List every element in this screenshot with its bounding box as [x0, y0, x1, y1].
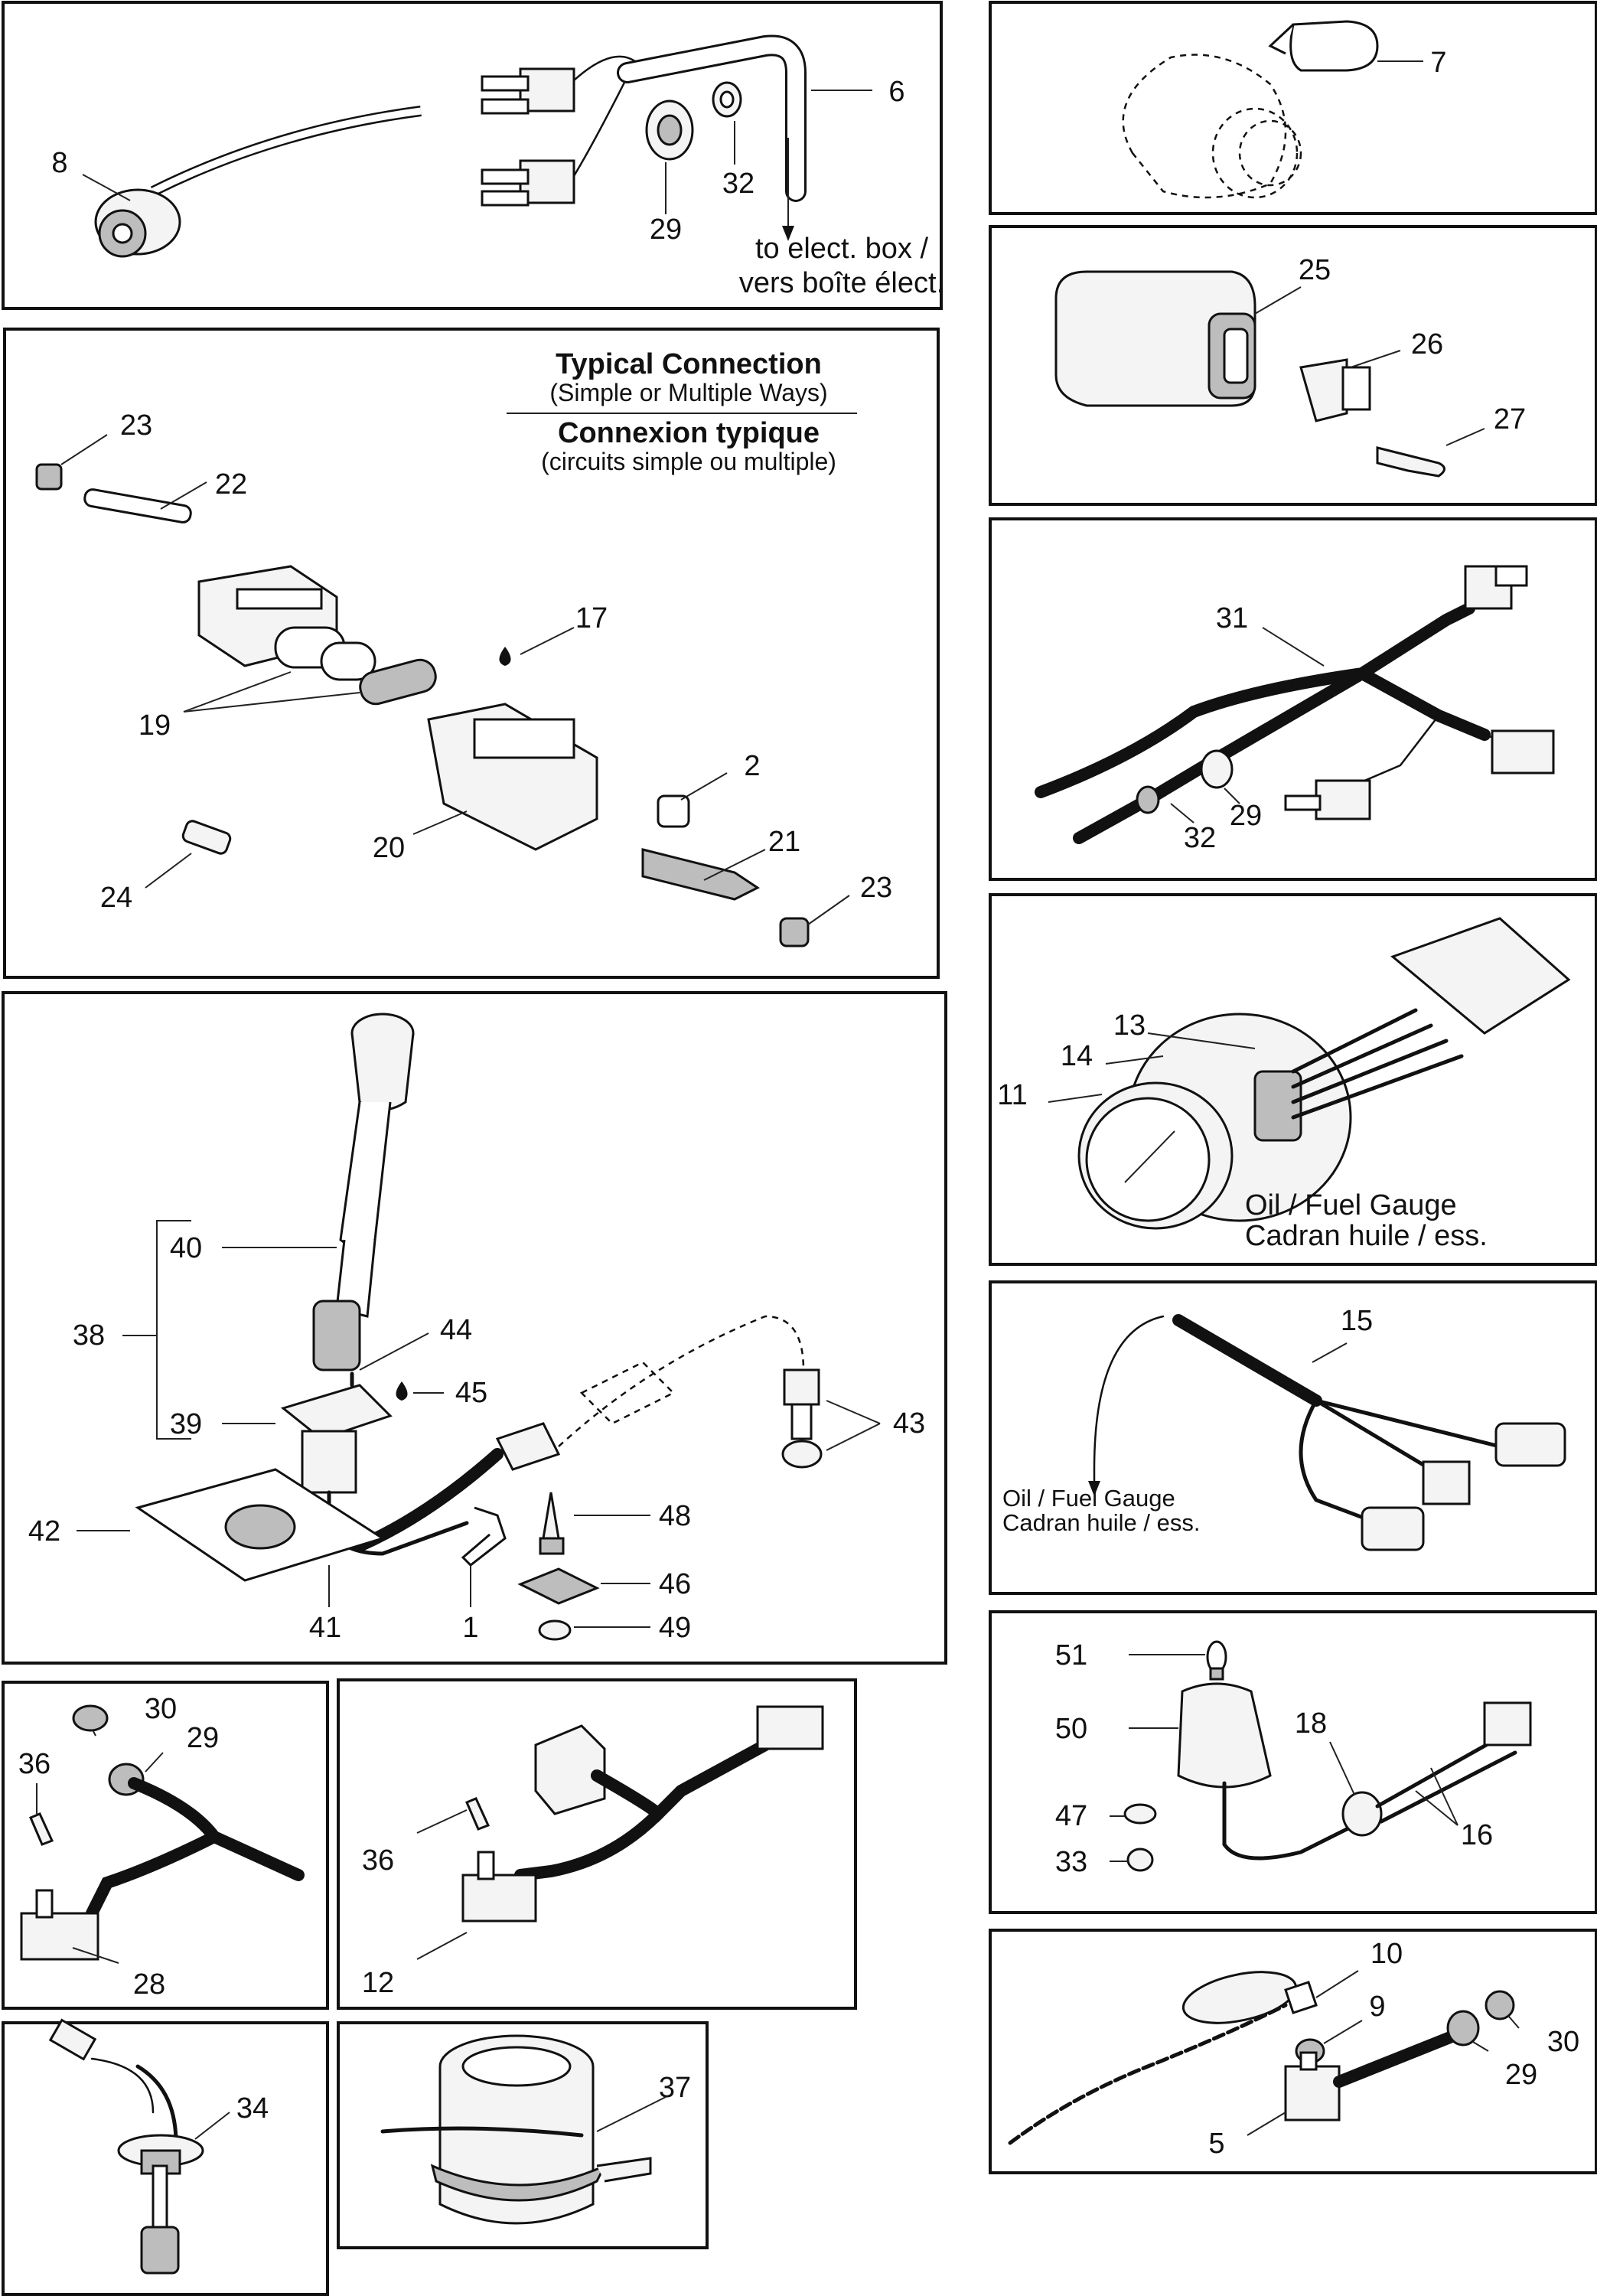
- callout-7: 7: [1430, 47, 1446, 79]
- caption-elect-box-en: to elect. box /: [755, 233, 928, 265]
- panel-sender-cable: 8 6 32 29 to elect. box / vers boîte éle…: [2, 1, 944, 310]
- panel-fuse: 25 26 27: [989, 225, 1597, 506]
- callout-30: 30: [1547, 2026, 1579, 2058]
- callout-29: 29: [1230, 800, 1262, 832]
- callout-17: 17: [575, 602, 608, 634]
- callout-29: 29: [1505, 2059, 1537, 2091]
- callout-32: 32: [1184, 822, 1216, 854]
- callout-27: 27: [1494, 403, 1526, 435]
- panel-nav-light: 51 50 18 47 33 16: [989, 1610, 1597, 1914]
- callout-38: 38: [73, 1319, 105, 1352]
- callout-30: 30: [145, 1693, 177, 1725]
- callout-19: 19: [139, 709, 171, 742]
- callout-51: 51: [1055, 1639, 1087, 1671]
- panel-fuel-sender: 34: [2, 2018, 329, 2296]
- typical-sub-en: (Simple or Multiple Ways): [549, 379, 827, 406]
- callout-16: 16: [1461, 1819, 1493, 1851]
- callout-36: 36: [362, 1844, 394, 1877]
- callout-37: 37: [659, 2072, 691, 2104]
- callout-22: 22: [215, 468, 247, 501]
- callout-43: 43: [893, 1407, 925, 1440]
- panel-harness: 31 29 32: [989, 517, 1597, 881]
- callout-23a: 23: [120, 409, 152, 442]
- callout-31: 31: [1216, 602, 1248, 634]
- callout-47: 47: [1055, 1800, 1087, 1832]
- panel-tether-switch: 10 9 30 29 5: [989, 1929, 1597, 2174]
- typical-title-fr: Connexion typique: [558, 417, 820, 449]
- callout-13: 13: [1113, 1009, 1146, 1042]
- callout-28: 28: [133, 1968, 165, 2001]
- panel-lever-assembly: 40 38 44 45 39 43 42 48 46 49 41 1: [2, 991, 947, 1665]
- callout-15: 15: [1341, 1305, 1373, 1337]
- callout-29: 29: [187, 1722, 219, 1754]
- callout-20: 20: [373, 832, 405, 864]
- panel-gauge: 13 14 11 Oil / Fuel Gauge Cadran huile /…: [989, 893, 1597, 1266]
- callout-25: 25: [1299, 254, 1331, 286]
- callout-36: 36: [18, 1748, 51, 1780]
- panel-cover: 7: [989, 1, 1597, 215]
- callout-34: 34: [236, 2092, 269, 2125]
- callout-42: 42: [28, 1515, 60, 1548]
- callout-33: 33: [1055, 1846, 1087, 1878]
- callout-46: 46: [659, 1568, 691, 1600]
- callout-14: 14: [1061, 1040, 1093, 1072]
- callout-11: 11: [997, 1079, 1027, 1111]
- panel-gauge-harness: 15 Oil / Fuel Gauge Cadran huile / ess.: [989, 1280, 1597, 1595]
- callout-6: 6: [888, 76, 904, 108]
- gauge-caption-en: Oil / Fuel Gauge: [1245, 1189, 1457, 1221]
- callout-44: 44: [440, 1314, 472, 1346]
- callout-5: 5: [1208, 2128, 1224, 2160]
- callout-41: 41: [309, 1612, 341, 1644]
- callout-39: 39: [170, 1408, 202, 1440]
- gauge-caption-fr: Cadran huile / ess.: [1245, 1220, 1488, 1252]
- typical-sub-fr: (circuits simple ou multiple): [541, 448, 836, 475]
- callout-24: 24: [100, 882, 132, 914]
- callout-50: 50: [1055, 1713, 1087, 1745]
- callout-23b: 23: [860, 872, 892, 904]
- gauge-wire-caption-fr: Cadran huile / ess.: [1002, 1509, 1200, 1536]
- callout-18: 18: [1295, 1707, 1327, 1740]
- gauge-wire-caption-en: Oil / Fuel Gauge: [1002, 1485, 1175, 1512]
- caption-elect-box-fr: vers boîte élect.: [739, 267, 944, 299]
- callout-2: 2: [744, 750, 760, 782]
- panel-pump-mount: 37: [337, 2021, 709, 2249]
- callout-21: 21: [768, 826, 800, 858]
- callout-32: 32: [722, 168, 755, 200]
- callout-1: 1: [462, 1612, 478, 1644]
- typical-title-en: Typical Connection: [556, 348, 822, 380]
- callout-49: 49: [659, 1612, 691, 1644]
- callout-12: 12: [362, 1967, 394, 1999]
- callout-10: 10: [1370, 1938, 1403, 1970]
- panel-typical-connection: Typical Connection (Simple or Multiple W…: [3, 328, 940, 979]
- panel-toggle-harness: 30 29 36 28: [2, 1681, 329, 2010]
- callout-29: 29: [650, 214, 682, 246]
- callout-48: 48: [659, 1500, 691, 1532]
- callout-8: 8: [51, 147, 67, 179]
- callout-26: 26: [1411, 328, 1443, 360]
- callout-9: 9: [1369, 1991, 1385, 2023]
- callout-40: 40: [170, 1232, 202, 1264]
- panel-toggle-connector: 36 12: [337, 1678, 857, 2010]
- callout-45: 45: [455, 1377, 487, 1409]
